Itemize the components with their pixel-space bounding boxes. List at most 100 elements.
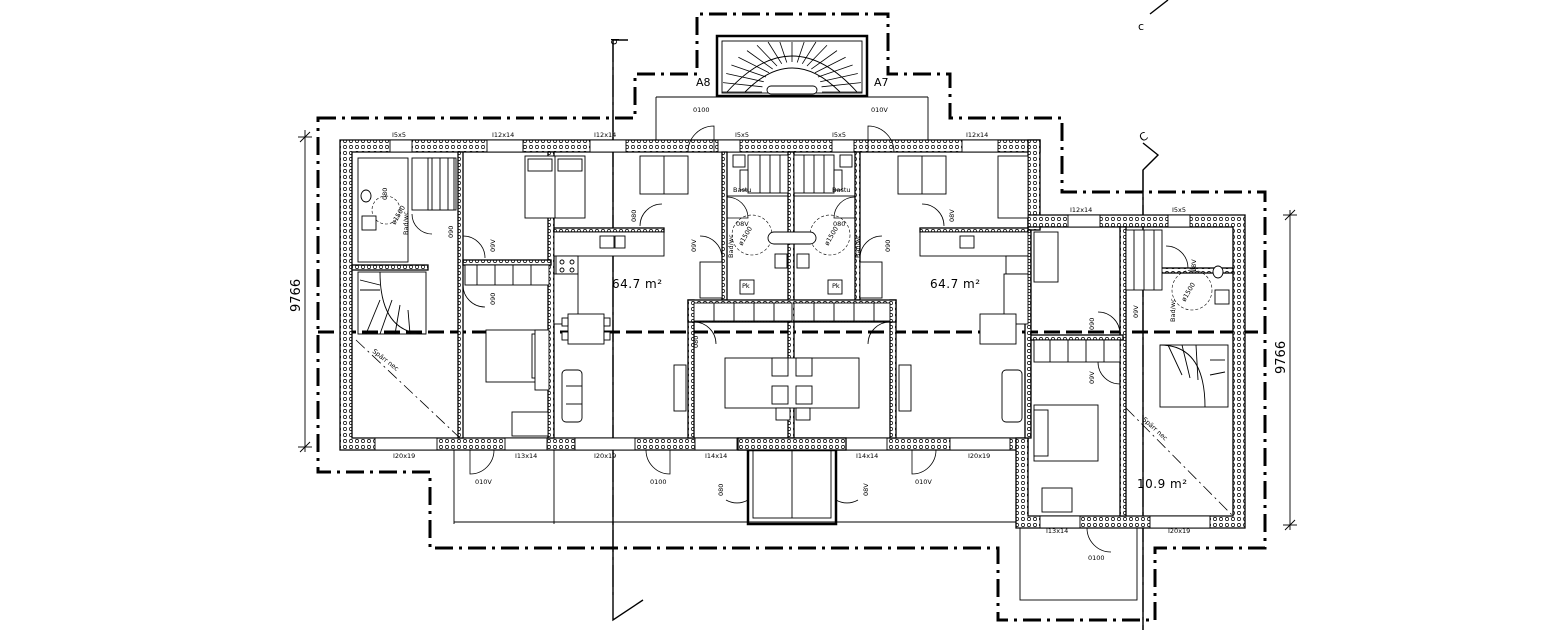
window-labels-top: I5x5 I12x14 I12x14 I5x5 I5x5 I12x14 I12x… <box>392 131 1186 214</box>
exterior-walls <box>339 139 1246 529</box>
area-left-apartment: 64.7 m² <box>612 277 663 291</box>
svg-text:I20x19: I20x19 <box>393 452 415 460</box>
stair-tread <box>814 56 846 74</box>
svg-text:I14x14: I14x14 <box>705 452 727 460</box>
svg-text:I20x19: I20x19 <box>968 452 990 460</box>
svg-text:090: 090 <box>447 226 455 238</box>
svg-text:09V: 09V <box>1132 305 1140 318</box>
stair-label-a8: A8 <box>696 76 711 89</box>
stair-tread <box>817 64 853 78</box>
entry-porch: 080 08V <box>717 437 870 526</box>
section-b-label: b <box>608 38 621 45</box>
svg-text:080: 080 <box>630 210 638 222</box>
spare-label-left: Spärr nec <box>371 347 401 373</box>
svg-text:09V: 09V <box>489 239 497 252</box>
svg-text:08V: 08V <box>948 209 956 222</box>
svg-text:010V: 010V <box>871 106 888 114</box>
area-right-apartment: 64.7 m² <box>930 277 981 291</box>
section-line-b: b <box>608 38 644 622</box>
stair-tread <box>746 50 773 70</box>
svg-text:ø1500: ø1500 <box>1180 281 1197 303</box>
svg-text:090: 090 <box>1088 318 1096 330</box>
spare-diagonal-left <box>355 339 461 439</box>
svg-text:I13x14: I13x14 <box>515 452 537 460</box>
dimension-right: 9766 <box>1274 209 1297 531</box>
svg-text:ø1500: ø1500 <box>823 225 840 247</box>
area-bottom-right: 10.9 m² <box>1137 477 1188 491</box>
right-kitchen: 08V 64.7 m² <box>897 155 1029 423</box>
svg-text:I13x14: I13x14 <box>1046 527 1068 535</box>
svg-text:Bastu: Bastu <box>832 186 851 194</box>
svg-text:I20x19: I20x19 <box>1168 527 1190 535</box>
stair-tread <box>820 73 858 83</box>
left-stair <box>357 271 427 335</box>
stair-tread <box>726 73 764 83</box>
stair-tread <box>796 41 805 63</box>
center-wet-rooms: Bastu Bastu Pk Pk Bad/wc Bad/wc ø1500 ø1… <box>690 154 892 322</box>
svg-text:090: 090 <box>884 240 892 252</box>
windows-top <box>389 139 1191 228</box>
svg-text:08V: 08V <box>1190 259 1198 272</box>
center-dining: 080 <box>673 321 912 421</box>
stair-tread <box>821 82 861 88</box>
dimension-right-value: 9766 <box>1274 341 1289 374</box>
svg-text:I5x5: I5x5 <box>832 131 846 139</box>
stair-tread <box>779 41 788 63</box>
dimension-left: 9766 <box>289 130 312 453</box>
stair-label-a7: A7 <box>874 76 889 89</box>
svg-text:080: 080 <box>381 188 389 200</box>
svg-text:010V: 010V <box>475 478 492 486</box>
exterior-doors: 0100 010V 010V 0100 010V <box>469 106 937 486</box>
svg-text:09V: 09V <box>1088 371 1096 384</box>
stair-tread <box>811 50 838 70</box>
terrace-right: 0100 <box>1019 527 1138 601</box>
svg-text:090: 090 <box>489 293 497 305</box>
svg-text:09V: 09V <box>690 239 698 252</box>
stair-main: A8 A7 <box>655 34 929 140</box>
section-c-top-label: c <box>1138 20 1144 33</box>
svg-text:08V: 08V <box>862 483 870 496</box>
svg-text:0100: 0100 <box>1088 554 1105 562</box>
svg-text:I5x5: I5x5 <box>392 131 406 139</box>
svg-text:ø1500: ø1500 <box>737 225 754 247</box>
svg-text:I12x14: I12x14 <box>594 131 616 139</box>
window-labels-bottom: I20x19 I13x14 I20x19 I14x14 I14x14 I20x1… <box>393 452 1190 535</box>
svg-text:Bastu: Bastu <box>733 186 752 194</box>
stair-tread <box>767 41 783 65</box>
svg-text:Bad/wc: Bad/wc <box>854 234 862 258</box>
windows-bottom <box>374 437 1211 529</box>
svg-text:Bad/wc: Bad/wc <box>402 211 410 235</box>
stair-tread <box>756 44 778 67</box>
stair-tread <box>723 82 763 88</box>
left-bedrooms: 09V 090 090 <box>447 155 586 437</box>
stair-tread <box>801 41 817 65</box>
svg-text:Pk: Pk <box>832 282 840 290</box>
svg-text:I5x5: I5x5 <box>735 131 749 139</box>
svg-text:I20x19: I20x19 <box>594 452 616 460</box>
svg-text:080: 080 <box>833 220 845 228</box>
spare-diagonal-right <box>1125 407 1234 517</box>
svg-text:Bad/wc: Bad/wc <box>1169 298 1177 322</box>
svg-text:I12x14: I12x14 <box>966 131 988 139</box>
property-boundary <box>316 12 1267 622</box>
svg-text:I14x14: I14x14 <box>856 452 878 460</box>
left-bath: Bad/wc ø1500 080 <box>357 157 457 263</box>
section-line-c: C c <box>1137 0 1169 630</box>
stair-tread <box>806 44 828 67</box>
svg-text:010V: 010V <box>915 478 932 486</box>
dimension-left-value: 9766 <box>289 279 304 312</box>
svg-text:Pk: Pk <box>742 282 750 290</box>
svg-text:08V: 08V <box>736 220 749 228</box>
guide-lines <box>453 450 1017 524</box>
svg-text:I5x5: I5x5 <box>1172 206 1186 214</box>
svg-text:I12x14: I12x14 <box>492 131 514 139</box>
section-c-label: C <box>1137 129 1150 144</box>
svg-text:0100: 0100 <box>693 106 710 114</box>
stair-tread <box>731 64 767 78</box>
svg-text:080: 080 <box>692 336 700 348</box>
stair-tread <box>738 56 770 74</box>
svg-text:Bad/wc: Bad/wc <box>727 234 735 258</box>
svg-text:0100: 0100 <box>650 478 667 486</box>
svg-text:I12x14: I12x14 <box>1070 206 1092 214</box>
